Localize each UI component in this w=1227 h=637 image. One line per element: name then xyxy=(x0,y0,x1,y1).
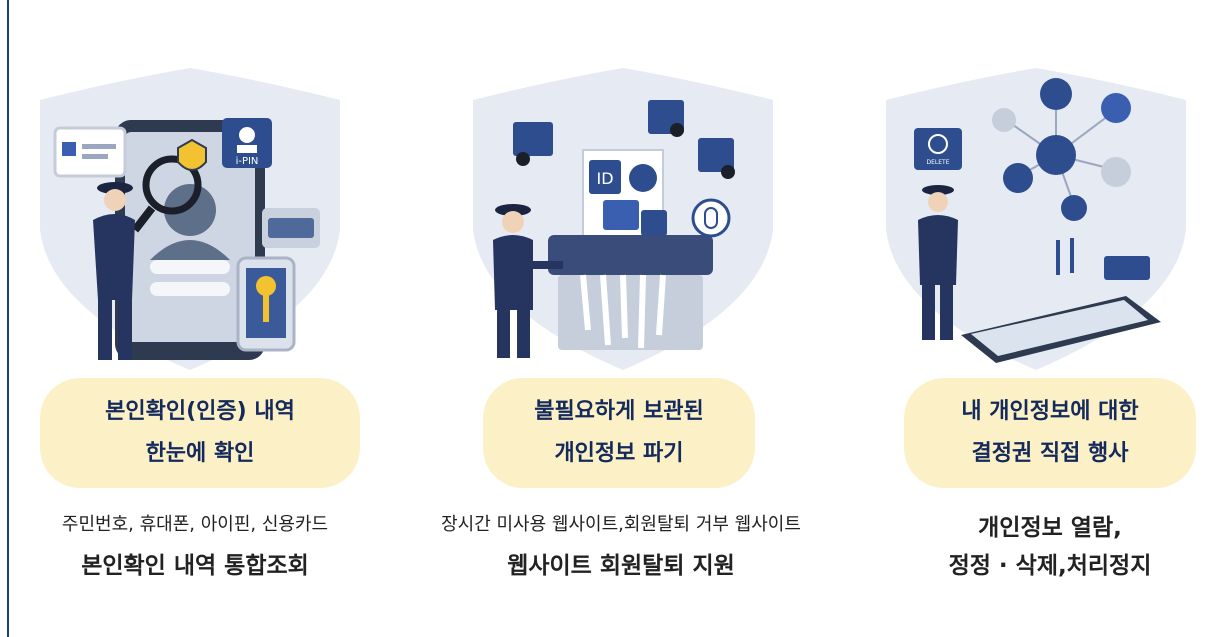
data-deletion-illustration: ID xyxy=(473,68,773,370)
id-label: ID xyxy=(596,169,613,188)
data-control-title-line2: 결정권 직접 행사 xyxy=(971,441,1129,466)
data-deletion-pill: 불필요하게 보관된 개인정보 파기 xyxy=(483,378,755,488)
data-control-main-line1: 개인정보 열람, xyxy=(978,515,1122,541)
data-control-title-line1: 내 개인정보에 대한 xyxy=(961,399,1139,424)
data-deletion-subtitle: 장시간 미사용 웹사이트,회원탈퇴 거부 웹사이트 xyxy=(441,514,801,535)
identity-check-subtitle: 주민번호, 휴대폰, 아이핀, 신용카드 xyxy=(61,514,329,535)
data-control-illustration: DELETE xyxy=(886,68,1186,370)
left-border-line xyxy=(7,0,9,637)
data-deletion-title-line2: 개인정보 파기 xyxy=(554,441,684,466)
identity-check-main: 본인확인 내역 통합조회 xyxy=(81,553,309,579)
identity-check-title-line1: 본인확인(인증) 내역 xyxy=(105,399,295,424)
ipin-label: i-PIN xyxy=(236,156,259,167)
identity-check-illustration: i-PIN xyxy=(40,68,340,370)
delete-label: DELETE xyxy=(926,159,949,166)
identity-check-pill: 본인확인(인증) 내역 한눈에 확인 xyxy=(40,378,360,488)
feature-identity-check: i-PIN 본인확인(인증) 내역 한눈에 확인 주민번호, 휴대폰, 아이핀,… xyxy=(0,0,400,637)
identity-check-title-line2: 한눈에 확인 xyxy=(145,441,255,466)
feature-data-deletion: ID 불필요하게 보관된 개인정보 파기 장시간 미사용 웹사이트,회원탈퇴 거… xyxy=(413,0,813,637)
data-deletion-main: 웹사이트 회원탈퇴 지원 xyxy=(507,553,735,579)
data-deletion-title-line1: 불필요하게 보관된 xyxy=(534,399,704,424)
feature-data-control: DELETE 내 개인정보에 대한 결정권 직접 xyxy=(826,0,1226,637)
data-control-main-line2: 정정 · 삭제,처리정지 xyxy=(948,553,1152,579)
data-control-pill: 내 개인정보에 대한 결정권 직접 행사 xyxy=(904,378,1196,488)
